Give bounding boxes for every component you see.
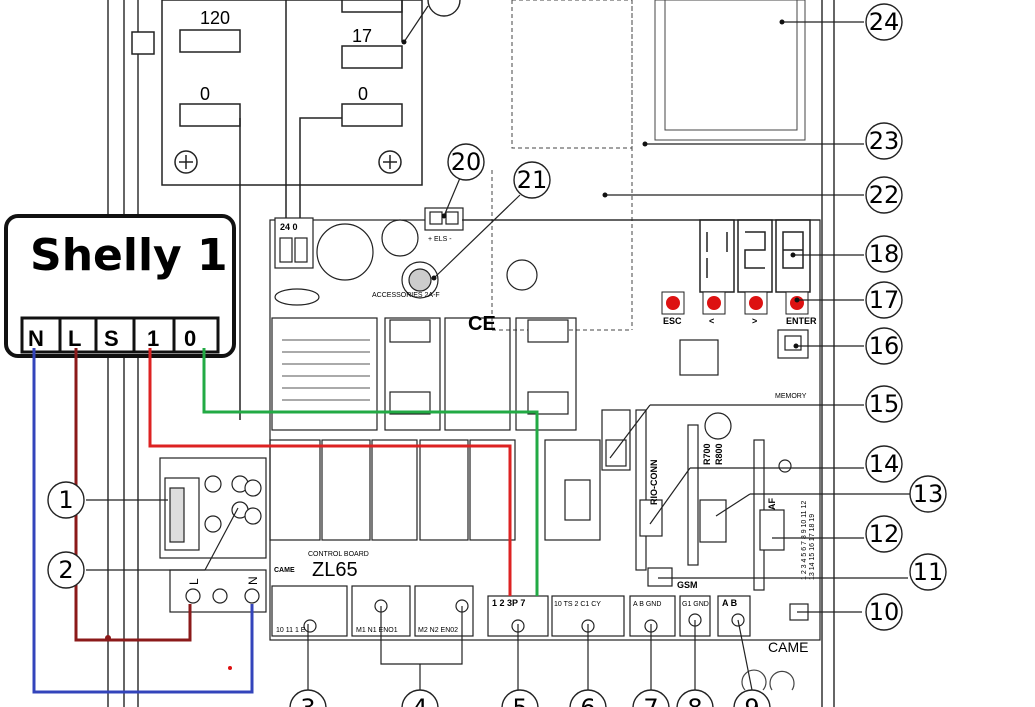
callout-4: 4 xyxy=(412,694,427,707)
callout-6: 6 xyxy=(580,694,595,707)
callout-15: 15 xyxy=(869,390,900,418)
button-left-label: < xyxy=(709,316,714,326)
rio-conn-label: RIO-CONN xyxy=(649,460,659,506)
accessories-label: ACCESSORIES 2A-F xyxy=(372,292,440,299)
dip-numbers-2: 13 14 15 16 17 18 19 xyxy=(809,514,816,580)
mains-n-label: N xyxy=(246,576,260,585)
transformer xyxy=(131,0,423,186)
terminal-block-1-label: 10 11 1 E xyxy=(276,627,306,634)
callout-22: 22 xyxy=(869,181,900,209)
module-box xyxy=(654,0,806,141)
terminal-block-8-label: A B xyxy=(722,598,738,608)
seven-segment-display xyxy=(699,219,811,293)
board-buttons xyxy=(661,291,809,315)
callout-2: 2 xyxy=(58,556,73,584)
shelly-terminal-s: S xyxy=(104,326,119,351)
board-components xyxy=(274,207,809,521)
model-label: ZL65 xyxy=(312,559,358,581)
terminal-block-6-label: A B GND xyxy=(633,601,661,608)
transformer-label-17: 17 xyxy=(352,26,372,46)
callout-leaders xyxy=(86,5,910,691)
blue-neutral-wire xyxy=(32,348,254,694)
ce-mark: CE xyxy=(468,313,496,335)
brown-junction xyxy=(105,635,111,641)
shelly-terminal-0: 0 xyxy=(184,326,196,351)
callout-17: 17 xyxy=(869,286,900,314)
mains-terminal-block xyxy=(159,457,267,613)
callout-5: 5 xyxy=(512,694,527,707)
control-board-label: CONTROL BOARD xyxy=(308,551,369,558)
terminal-block-5-label: 10 TS 2 C1 CY xyxy=(554,601,601,608)
callout-circles xyxy=(47,0,947,707)
callout-18: 18 xyxy=(869,240,900,268)
callout-20: 20 xyxy=(451,148,482,176)
r700-label: R700 xyxy=(702,443,712,465)
callout-7: 7 xyxy=(643,694,658,707)
terminal-block-2-label: M1 N1 ENO1 xyxy=(356,627,398,634)
green-output-wire xyxy=(202,348,539,596)
callout-8: 8 xyxy=(687,694,702,707)
mains-l-label: L xyxy=(187,578,201,585)
button-esc-label: ESC xyxy=(663,316,682,326)
callout-23: 23 xyxy=(869,127,900,155)
terminal-block-7-label: G1 GND xyxy=(682,601,709,608)
shelly-terminal-1: 1 xyxy=(147,326,159,351)
transformer-label-0-left: 0 xyxy=(200,84,210,104)
memory-label: MEMORY xyxy=(775,393,807,400)
transformer-stripes xyxy=(282,339,370,401)
gsm-label: GSM xyxy=(677,580,698,590)
came-arrows-icon xyxy=(741,669,795,691)
shelly-device xyxy=(4,214,236,358)
transformer-wires xyxy=(239,0,403,420)
callout-9: 9 xyxy=(744,694,759,707)
callout-14: 14 xyxy=(869,450,900,478)
connectors xyxy=(635,409,809,621)
button-right-label: > xyxy=(752,316,757,326)
r800-label: R800 xyxy=(714,443,724,465)
af-label: AF xyxy=(767,498,777,510)
callout-21: 21 xyxy=(517,166,548,194)
red-output-wire xyxy=(148,348,512,596)
els-label: + ELS - xyxy=(428,236,452,243)
button-enter-label: ENTER xyxy=(786,316,817,326)
callout-11: 11 xyxy=(913,558,944,586)
brand-logo-large: CAME xyxy=(768,639,808,655)
callout-3: 3 xyxy=(300,694,315,707)
callout-10: 10 xyxy=(869,598,900,626)
terminal-block-3-label: M2 N2 EN02 xyxy=(418,627,458,634)
callout-1: 1 xyxy=(58,486,73,514)
transformer-label-0-right: 0 xyxy=(358,84,368,104)
control-board xyxy=(269,219,821,641)
dip-numbers-1: 1 2 3 4 5 6 7 8 9 10 11 12 xyxy=(801,501,808,580)
callout-numbers: 1 2 3 4 5 6 7 8 9 10 11 12 13 14 15 16 1… xyxy=(58,8,943,707)
callout-16: 16 xyxy=(869,332,900,360)
red-dot xyxy=(228,666,232,670)
callout-13: 13 xyxy=(913,480,944,508)
transformer-label-120: 120 xyxy=(200,8,230,28)
shelly-terminal-n: N xyxy=(28,326,44,351)
callout-12: 12 xyxy=(869,520,900,548)
callout-24: 24 xyxy=(869,8,900,36)
terminal-block-4-label: 1 2 3P 7 xyxy=(492,598,525,608)
power-terminal-label: 24 0 xyxy=(280,222,298,232)
shelly-title: Shelly 1 xyxy=(30,230,228,281)
brand-logo-small: CAME xyxy=(274,567,295,574)
shelly-terminal-l: L xyxy=(68,326,81,351)
callout-dots xyxy=(401,19,800,349)
